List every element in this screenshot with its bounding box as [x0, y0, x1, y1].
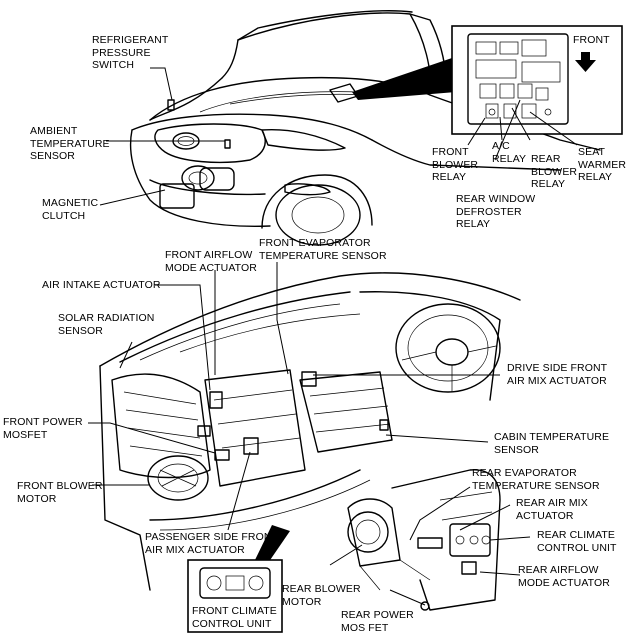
relay-block-inset — [352, 25, 623, 135]
label-rear-power-mos-fet: REAR POWER MOS FET — [341, 609, 414, 634]
label-front-blower-motor: FRONT BLOWER MOTOR — [17, 480, 103, 505]
label-rear-window-defroster-relay: REAR WINDOW DEFROSTER RELAY — [456, 193, 536, 230]
label-rear-climate-control-unit: REAR CLIMATE CONTROL UNIT — [537, 529, 617, 554]
label-solar-radiation-sensor: SOLAR RADIATION SENSOR — [58, 312, 155, 337]
label-seat-warmer-relay: SEAT WARMER RELAY — [578, 146, 627, 183]
label-front-climate-control-unit: FRONT CLIMATE CONTROL UNIT — [192, 605, 277, 630]
leader-lines — [88, 67, 578, 606]
label-front-direction: FRONT — [573, 34, 610, 46]
label-drive-side-front-air-mix-actuator: DRIVE SIDE FRONT AIR MIX ACTUATOR — [507, 362, 608, 387]
label-passenger-side-front-air-mix-actuator: PASSENGER SIDE FRONT AIR MIX ACTUATOR — [145, 531, 279, 556]
label-front-airflow-mode-actuator: FRONT AIRFLOW MODE ACTUATOR — [165, 249, 257, 274]
label-refrigerant-pressure-switch: REFRIGERANT PRESSURE SWITCH — [92, 34, 169, 71]
dashboard-illustration — [99, 272, 521, 633]
label-magnetic-clutch: MAGNETIC CLUTCH — [42, 197, 99, 222]
compressor-magnetic-clutch-drawing — [181, 165, 235, 191]
label-rear-blower-relay: REAR BLOWER RELAY — [531, 153, 578, 190]
label-ac-relay: A/C RELAY — [492, 140, 527, 165]
label-front-evaporator-temperature-sensor: FRONT EVAPORATOR TEMPERATURE SENSOR — [259, 237, 387, 262]
label-front-blower-relay: FRONT BLOWER RELAY — [432, 146, 479, 183]
label-rear-blower-motor: REAR BLOWER MOTOR — [282, 583, 361, 608]
label-front-power-mosfet: FRONT POWER MOSFET — [3, 416, 83, 441]
label-rear-airflow-mode-actuator: REAR AIRFLOW MODE ACTUATOR — [518, 564, 610, 589]
label-rear-air-mix-actuator: REAR AIR MIX ACTUATOR — [516, 497, 588, 522]
front-arrow-icon — [575, 52, 596, 72]
label-ambient-temperature-sensor: AMBIENT TEMPERATURE SENSOR — [30, 125, 110, 162]
label-cabin-temperature-sensor: CABIN TEMPERATURE SENSOR — [494, 431, 610, 456]
label-air-intake-actuator: AIR INTAKE ACTUATOR — [42, 279, 161, 291]
label-rear-evaporator-temperature-sensor: REAR EVAPORATOR TEMPERATURE SENSOR — [472, 467, 600, 492]
